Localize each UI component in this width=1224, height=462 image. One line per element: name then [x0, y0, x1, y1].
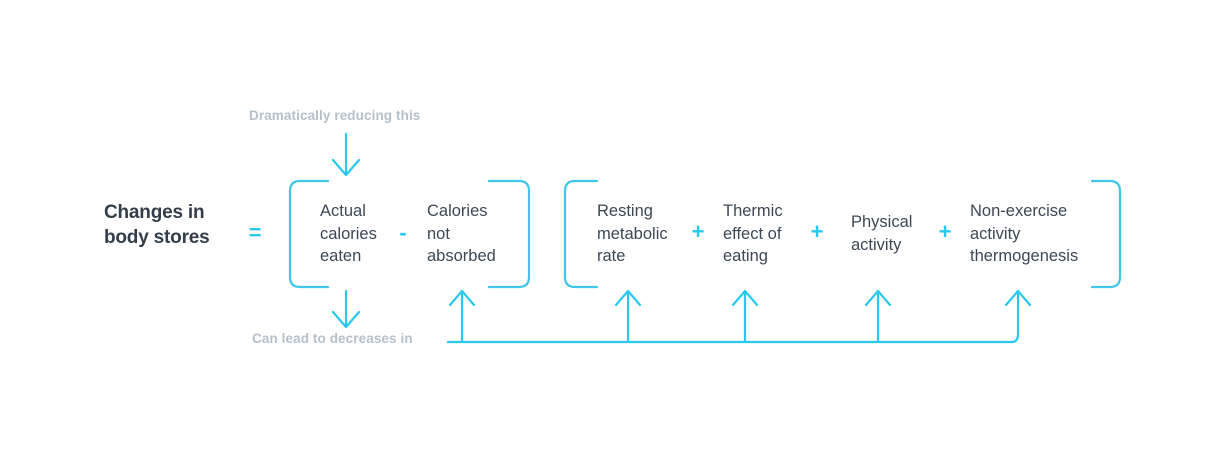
term-line: eating	[723, 247, 768, 265]
term-calories-not-absorbed: Calories not absorbed	[427, 200, 519, 268]
term-line: Thermic	[723, 202, 783, 220]
page-title-line-1: Changes in	[104, 202, 205, 223]
arrow-up-icon-5-stem	[1010, 290, 1020, 344]
term-line: effect of	[723, 224, 782, 243]
term-line: Physical	[851, 213, 913, 231]
term-line: thermogenesis	[970, 247, 1079, 265]
term-thermic-effect-of-eating: Thermic effect of eating	[723, 200, 809, 268]
term-physical-activity: Physical activity	[851, 211, 931, 256]
term-line: not	[427, 224, 450, 243]
operator-plus-1: +	[691, 219, 705, 244]
arrow-up-icon-4-head	[864, 289, 892, 307]
term-line: Actual	[320, 202, 366, 220]
arrow-up-icon-3-head	[731, 289, 759, 307]
annotation-bottom: Can lead to decreases in	[252, 331, 413, 346]
arrow-up-icon-5-head	[1004, 289, 1032, 307]
term-line: rate	[597, 247, 626, 265]
term-line: Non-exercise	[970, 202, 1068, 220]
operator-equals: =	[248, 220, 262, 245]
annotation-top: Dramatically reducing this	[249, 108, 421, 123]
arrow-down-icon-bottom	[331, 289, 361, 329]
operator-plus-3: +	[938, 219, 952, 244]
arrow-down-icon-top	[331, 132, 361, 177]
bracket-group-2-left	[563, 179, 599, 289]
term-line: activity	[970, 224, 1021, 243]
feedback-connector	[446, 289, 1032, 344]
term-line: absorbed	[427, 247, 496, 265]
term-line: calories	[320, 224, 377, 243]
arrow-up-icon-1-head	[448, 289, 476, 307]
term-line: activity	[851, 235, 902, 254]
page-title-line-2: body stores	[104, 227, 210, 248]
arrow-up-icon-2-head	[614, 289, 642, 307]
operator-minus: -	[399, 220, 407, 245]
term-line: eaten	[320, 247, 362, 265]
term-line: Resting	[597, 202, 653, 220]
page-title: Changes in body stores	[104, 200, 254, 250]
term-line: metabolic	[597, 224, 668, 243]
term-line: Calories	[427, 202, 488, 220]
term-resting-metabolic-rate: Resting metabolic rate	[597, 200, 683, 268]
term-non-exercise-activity-thermogenesis: Non-exercise activity thermogenesis	[970, 200, 1098, 268]
term-actual-calories-eaten: Actual calories eaten	[320, 200, 394, 268]
operator-plus-2: +	[810, 219, 824, 244]
